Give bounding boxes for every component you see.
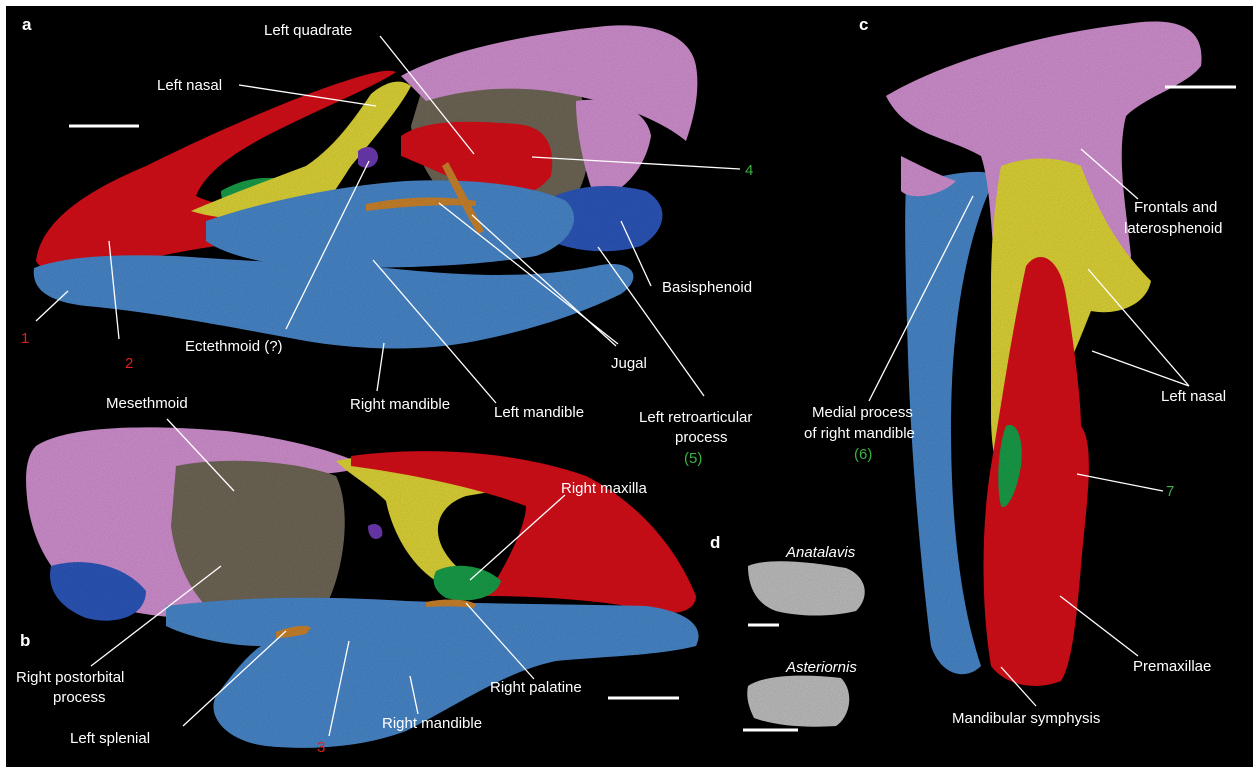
label-2: 2 (125, 355, 133, 372)
maxilla-c (998, 425, 1022, 507)
label-premaxillae: Premaxillae (1133, 658, 1211, 675)
jugal (366, 197, 476, 211)
frontal-c-wing (901, 156, 956, 197)
label-3: 3 (317, 739, 325, 756)
label-left-mandible: Left mandible (494, 404, 584, 421)
braincase-b (171, 460, 345, 625)
skull-lateral-right (26, 427, 699, 748)
right-mandible (33, 255, 634, 349)
asteriornis-specimen (747, 675, 850, 727)
label-right-maxilla: Right maxilla (561, 480, 648, 497)
label-left-splenial: Left splenial (70, 730, 150, 747)
label-jugal: Jugal (611, 355, 647, 372)
label-right-postorbital-1: Right postorbital (16, 669, 124, 686)
label-medial-process-3: (6) (854, 446, 872, 463)
label-left-retroarticular-3: (5) (684, 450, 702, 467)
figure-svg: a b c d Left quadrate Left nasal 4 Basis… (16, 15, 1236, 756)
label-mandibular-symphysis: Mandibular symphysis (952, 710, 1100, 727)
scale-bars (69, 85, 1236, 732)
left-quadrate (401, 121, 553, 196)
label-frontals-1: Frontals and (1134, 199, 1217, 216)
mandible-c-left (905, 171, 996, 675)
label-right-mandible-b: Right mandible (382, 715, 482, 732)
label-left-retroarticular-1: Left retroarticular (639, 409, 752, 426)
label-right-palatine: Right palatine (490, 679, 582, 696)
panel-letter-c: c (859, 15, 868, 34)
skull-lateral-left (33, 25, 698, 349)
panel-letter-b: b (20, 631, 30, 650)
label-medial-process-2: of right mandible (804, 425, 915, 442)
frontal-a (401, 25, 698, 141)
label-ectethmoid: Ectethmoid (?) (185, 338, 283, 355)
premaxillae (983, 257, 1089, 686)
panel-letters: a b c d (20, 15, 868, 650)
panel-letter-a: a (22, 15, 32, 34)
label-left-nasal-c: Left nasal (1161, 388, 1226, 405)
label-right-postorbital-2: process (53, 689, 106, 706)
nasal-a (191, 81, 411, 220)
anatalavis-specimen (748, 561, 865, 616)
basisphenoid-b (50, 562, 146, 621)
label-left-retroarticular-2: process (675, 429, 728, 446)
labels-panel-d: Anatalavis Asteriornis (785, 544, 857, 676)
label-mesethmoid: Mesethmoid (106, 395, 188, 412)
right-maxilla (433, 565, 501, 601)
frontal-c (886, 21, 1202, 281)
label-left-quadrate: Left quadrate (264, 22, 352, 39)
labels-panel-a: Left quadrate Left nasal 4 Basisphenoid … (21, 22, 753, 467)
label-1: 1 (21, 330, 29, 347)
figure-canvas: a b c d Left quadrate Left nasal 4 Basis… (6, 6, 1253, 767)
ectethmoid (358, 146, 378, 168)
labels-panel-c: Frontals and laterosphenoid Left nasal M… (804, 199, 1226, 727)
left-mandible (206, 180, 575, 268)
labels-panel-b: Mesethmoid Right maxilla Right postorbit… (16, 395, 648, 756)
label-anatalavis: Anatalavis (785, 544, 856, 561)
label-basisphenoid: Basisphenoid (662, 279, 752, 296)
left-splenial (276, 625, 311, 638)
ectethmoid-b (368, 524, 383, 539)
skull-dorsal (886, 21, 1202, 686)
label-medial-process-1: Medial process (812, 404, 913, 421)
label-frontals-2: laterosphenoid (1124, 220, 1222, 237)
leader-lines (35, 35, 1190, 737)
right-palatine (426, 599, 476, 608)
label-7: 7 (1166, 483, 1174, 500)
label-asteriornis: Asteriornis (785, 659, 857, 676)
panel-letter-d: d (710, 533, 720, 552)
label-left-nasal-a: Left nasal (157, 77, 222, 94)
postorbital-a (576, 99, 651, 201)
label-right-mandible-a: Right mandible (350, 396, 450, 413)
label-4: 4 (745, 162, 753, 179)
comparison-d (747, 561, 865, 727)
